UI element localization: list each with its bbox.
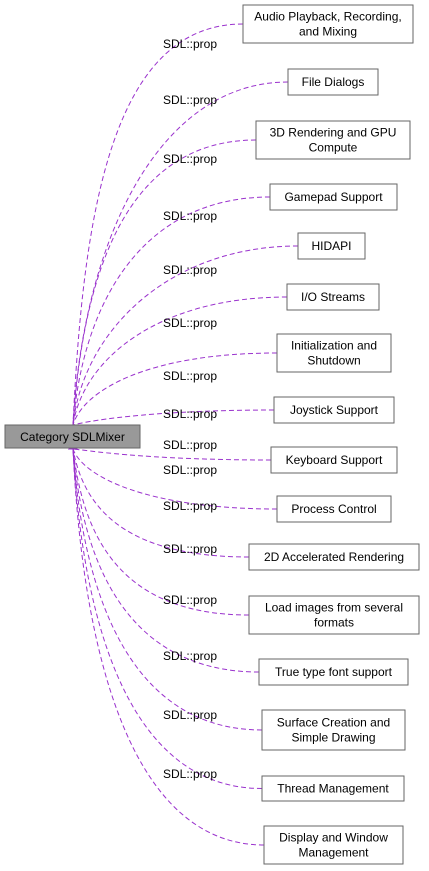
edge-line <box>72 245 299 426</box>
category-node[interactable]: True type font support <box>258 658 409 686</box>
category-node-box <box>258 658 409 686</box>
category-node-box <box>261 775 405 802</box>
category-node-box <box>270 446 398 474</box>
edge: SDL::prop <box>68 435 263 731</box>
edge-label: SDL::prop <box>163 209 217 223</box>
edge-line <box>72 296 288 426</box>
edge-line <box>72 448 263 731</box>
category-node-box <box>269 183 398 211</box>
category-node-label: Gamepad Support <box>284 190 383 204</box>
category-node[interactable]: Joystick Support <box>273 396 395 424</box>
edge-line <box>72 448 263 789</box>
edge-line <box>72 409 275 426</box>
root-node-label: Category SDLMixer <box>20 430 125 444</box>
category-node[interactable]: Process Control <box>276 495 392 523</box>
category-node-box <box>276 333 392 373</box>
edge-label: SDL::prop <box>163 152 217 166</box>
category-node-label: Shutdown <box>307 354 360 368</box>
category-node-label: I/O Streams <box>301 290 365 304</box>
category-node[interactable]: Gamepad Support <box>269 183 398 211</box>
category-node-box <box>261 709 406 751</box>
edge: SDL::prop <box>68 435 250 558</box>
category-node-box <box>255 120 411 160</box>
category-node-box <box>248 543 420 571</box>
edge-label: SDL::prop <box>163 499 217 513</box>
category-node-label: HIDAPI <box>311 239 351 253</box>
edge-line <box>72 23 244 426</box>
category-node-label: Joystick Support <box>290 403 379 417</box>
category-node[interactable]: File Dialogs <box>287 68 379 96</box>
category-node-label: Thread Management <box>277 782 389 796</box>
edge-label: SDL::prop <box>163 463 217 477</box>
edge-line <box>72 448 278 510</box>
category-node-label: Management <box>298 846 369 860</box>
edge-label: SDL::prop <box>163 593 217 607</box>
edge-line <box>72 448 272 461</box>
edge: SDL::prop <box>68 352 278 439</box>
edge-label: SDL::prop <box>163 438 217 452</box>
category-node-label: File Dialogs <box>302 75 365 89</box>
edge-line <box>72 448 260 673</box>
category-node[interactable]: Thread Management <box>261 775 405 802</box>
edge-line <box>72 448 250 558</box>
category-node-box <box>276 495 392 523</box>
edge-label: SDL::prop <box>163 708 217 722</box>
root-node-box <box>4 424 141 449</box>
edge-label: SDL::prop <box>163 37 217 51</box>
edge-label: SDL::prop <box>163 649 217 663</box>
category-node-label: Audio Playback, Recording, <box>254 10 401 24</box>
category-node[interactable]: Keyboard Support <box>270 446 398 474</box>
edge-line <box>72 448 265 846</box>
edge-label: SDL::prop <box>163 316 217 330</box>
edge-line <box>72 352 278 426</box>
category-node[interactable]: I/O Streams <box>286 283 380 311</box>
category-node-label: 3D Rendering and GPU <box>270 126 397 140</box>
category-node-label: True type font support <box>275 665 393 679</box>
category-node-label: 2D Accelerated Rendering <box>264 550 404 564</box>
category-node[interactable]: HIDAPI <box>297 232 366 260</box>
category-node-box <box>287 68 379 96</box>
edge-line <box>72 81 289 426</box>
category-node-label: Process Control <box>291 502 376 516</box>
category-node-label: formats <box>314 616 354 630</box>
category-node-box <box>248 595 420 635</box>
category-node-label: Initialization and <box>291 339 377 353</box>
edge-label: SDL::prop <box>163 407 217 421</box>
category-node-box <box>297 232 366 260</box>
nodes-layer: Audio Playback, Recording,and MixingFile… <box>242 4 420 865</box>
edge: SDL::prop <box>68 81 289 439</box>
category-node[interactable]: Audio Playback, Recording,and Mixing <box>242 4 414 44</box>
edge-line <box>72 196 271 426</box>
edge-line <box>72 448 250 616</box>
root-node[interactable]: Category SDLMixer <box>4 424 141 449</box>
edge-label: SDL::prop <box>163 263 217 277</box>
edge-label: SDL::prop <box>163 767 217 781</box>
category-node-label: Load images from several <box>265 601 403 615</box>
category-node-label: Simple Drawing <box>291 731 375 745</box>
category-node[interactable]: 2D Accelerated Rendering <box>248 543 420 571</box>
category-node-label: Compute <box>309 141 358 155</box>
category-node-box <box>263 825 404 865</box>
edge-line <box>72 139 257 426</box>
category-node-label: and Mixing <box>299 25 357 39</box>
category-node-box <box>273 396 395 424</box>
edge: SDL::prop <box>68 435 263 789</box>
category-node-label: Display and Window <box>279 831 388 845</box>
category-node-box <box>286 283 380 311</box>
category-node-label: Surface Creation and <box>277 716 390 730</box>
edge-label: SDL::prop <box>163 93 217 107</box>
category-node-box <box>242 4 414 44</box>
category-node-label: Keyboard Support <box>286 453 383 467</box>
edge-label: SDL::prop <box>163 369 217 383</box>
edge-label: SDL::prop <box>163 542 217 556</box>
edge: SDL::prop <box>68 435 250 616</box>
edge: SDL::prop <box>68 139 257 439</box>
